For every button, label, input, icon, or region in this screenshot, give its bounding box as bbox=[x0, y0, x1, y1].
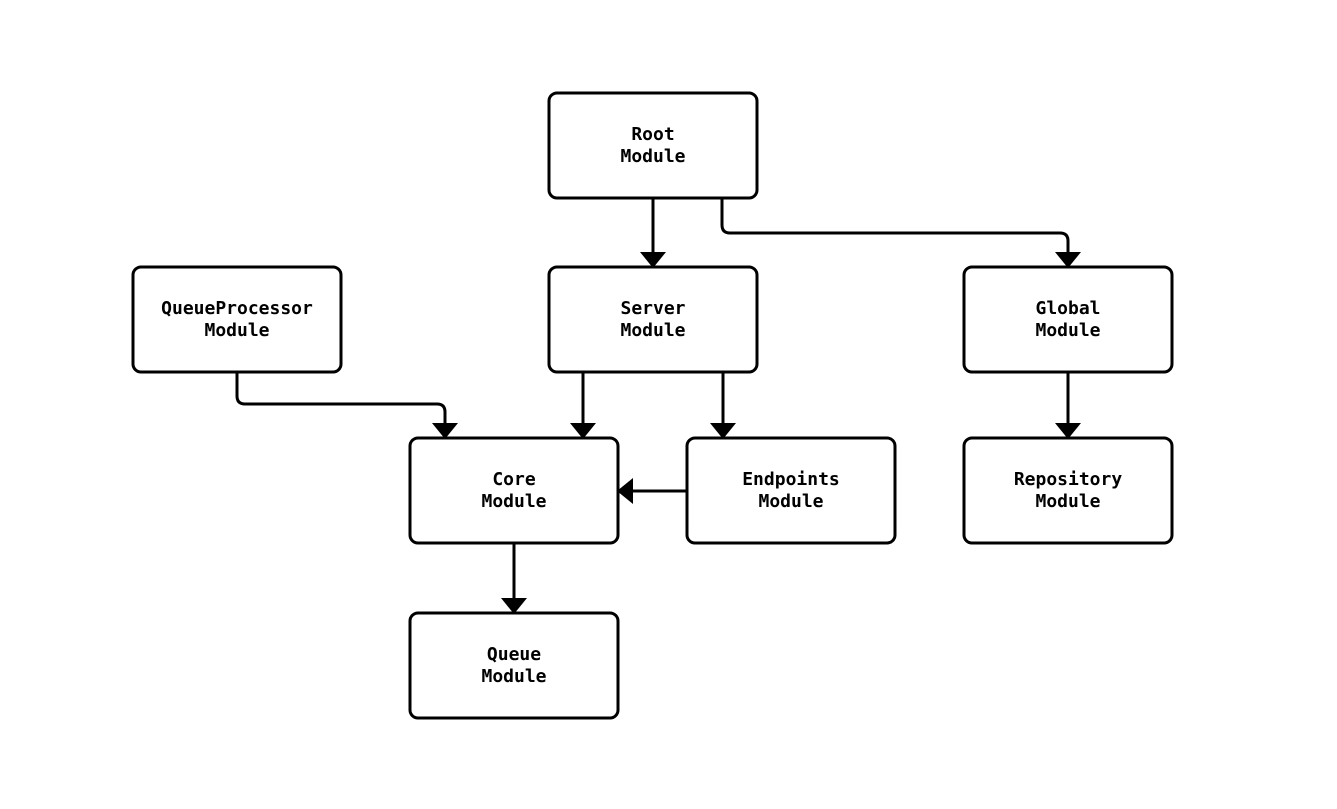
node-box bbox=[685, 436, 897, 545]
node-box bbox=[962, 265, 1174, 374]
edge-root-to-global bbox=[720, 198, 1081, 268]
node-box bbox=[547, 91, 759, 200]
node-box bbox=[547, 265, 759, 374]
node-box bbox=[962, 436, 1174, 545]
edge-queueprocessor-to-core bbox=[235, 372, 458, 439]
node-box bbox=[408, 436, 620, 545]
node-box bbox=[408, 611, 620, 720]
node-box bbox=[131, 265, 343, 374]
